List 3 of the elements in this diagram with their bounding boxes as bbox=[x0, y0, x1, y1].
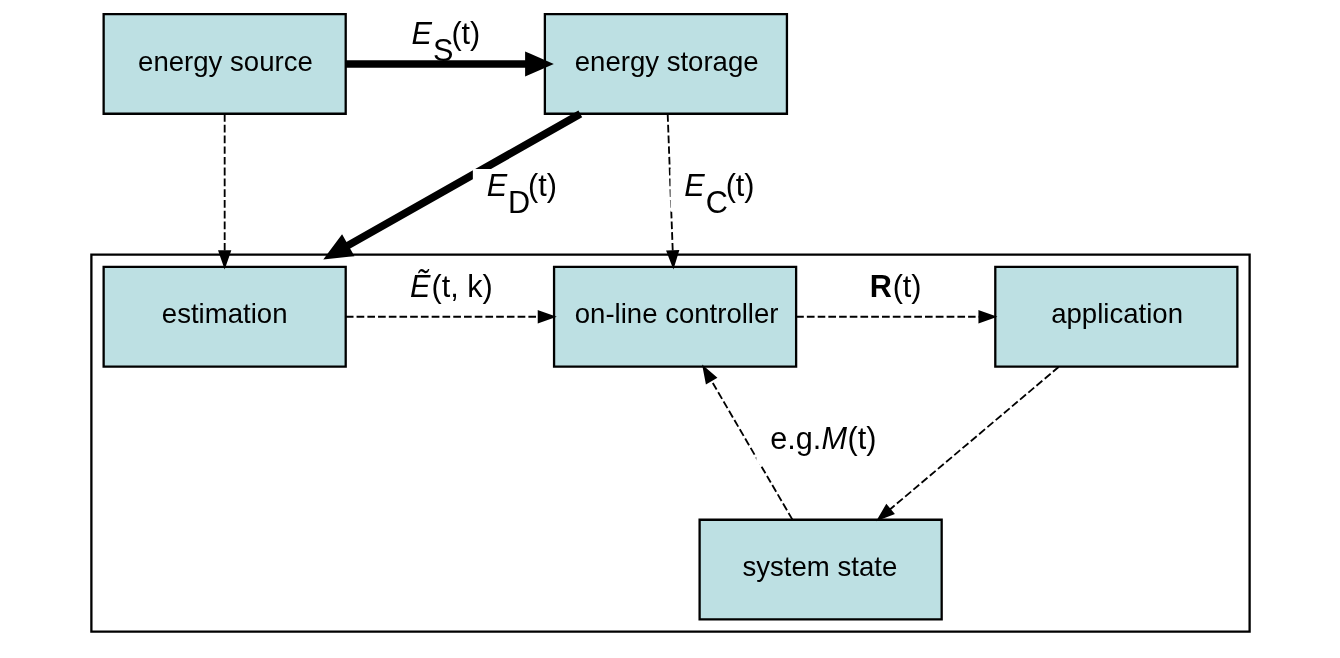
edge-label: Ẽ(t, k) bbox=[409, 268, 493, 303]
edge-label: R(t) bbox=[869, 268, 922, 303]
edge-label: e.g.M(t) bbox=[769, 421, 876, 456]
